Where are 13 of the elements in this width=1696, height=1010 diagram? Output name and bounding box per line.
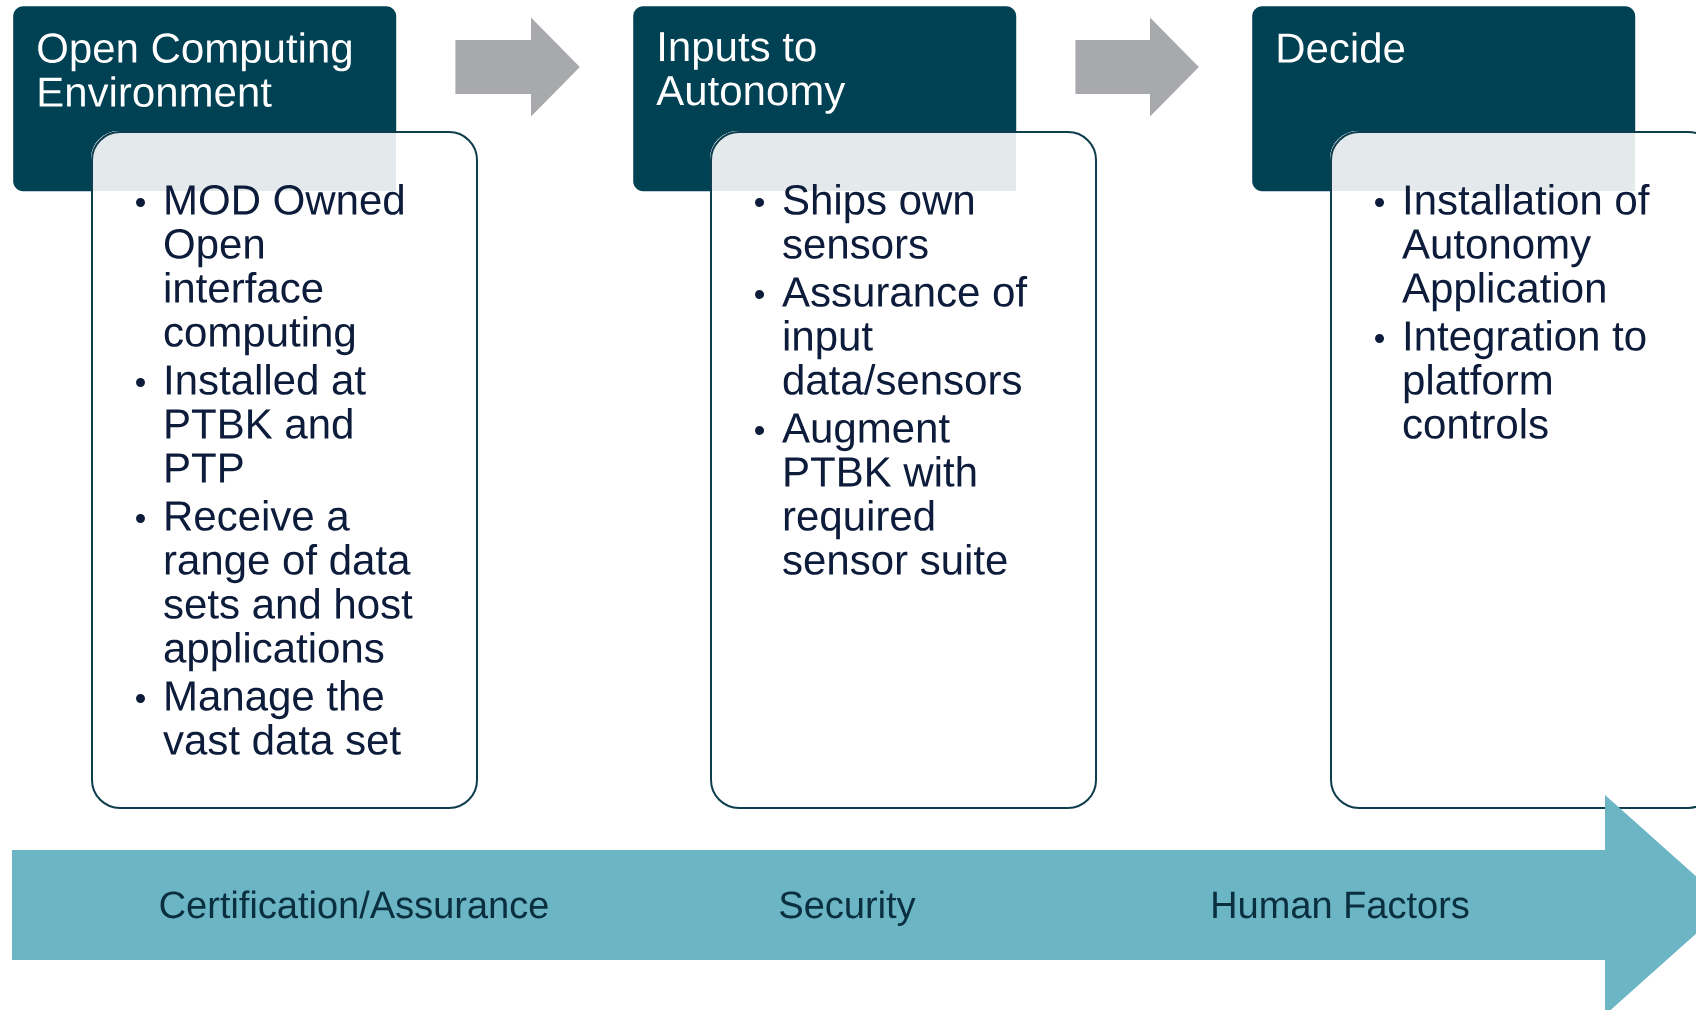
timeline-arrow (12, 795, 1696, 1010)
band-label: Security (780, 890, 916, 926)
content-card (710, 131, 1097, 809)
bullet-item: Assurance of input data/sensors (755, 276, 1028, 395)
content-card (91, 131, 478, 809)
content-card (1330, 131, 1696, 809)
bullet-item: Receive a range of data sets and host applications (136, 500, 413, 672)
band-label: Certification/Assurance (160, 890, 548, 919)
bullet-item: Manage the vast data set (136, 680, 401, 755)
bullet-item: Augment PTBK with required sensor suite (755, 413, 1007, 575)
bullet-item: Integration to platform controls (1375, 320, 1646, 439)
band-label: Human Factors (1213, 891, 1469, 919)
bullet-item: Installed at PTBK and PTP (136, 364, 366, 483)
